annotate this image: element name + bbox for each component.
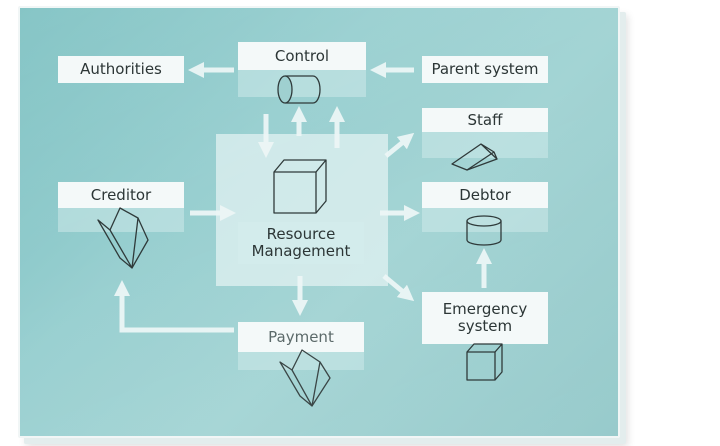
cylinder-icon [466,215,502,246]
cube-icon [466,343,503,381]
parent-system-label: Parent system [422,56,548,83]
wedge-icon [451,143,498,171]
control-label: Control [238,42,366,70]
debtor-label: Debtor [422,182,548,208]
resource-management-label: Resource Management [238,222,364,264]
staff-label: Staff [422,108,548,132]
arrow-payment-to-creditor [113,279,234,333]
authorities-label: Authorities [58,56,184,83]
emergency-system-label: Emergency system [422,292,548,344]
cube-icon [273,159,327,214]
arrow-resource-to-emergency [382,274,415,302]
payment-label: Payment [238,322,364,352]
folder-icon [97,207,149,269]
creditor-label: Creditor [58,182,184,208]
arrow-resource-to-staff [384,132,415,158]
cylinder-icon [277,75,321,104]
folder-icon [279,349,331,407]
